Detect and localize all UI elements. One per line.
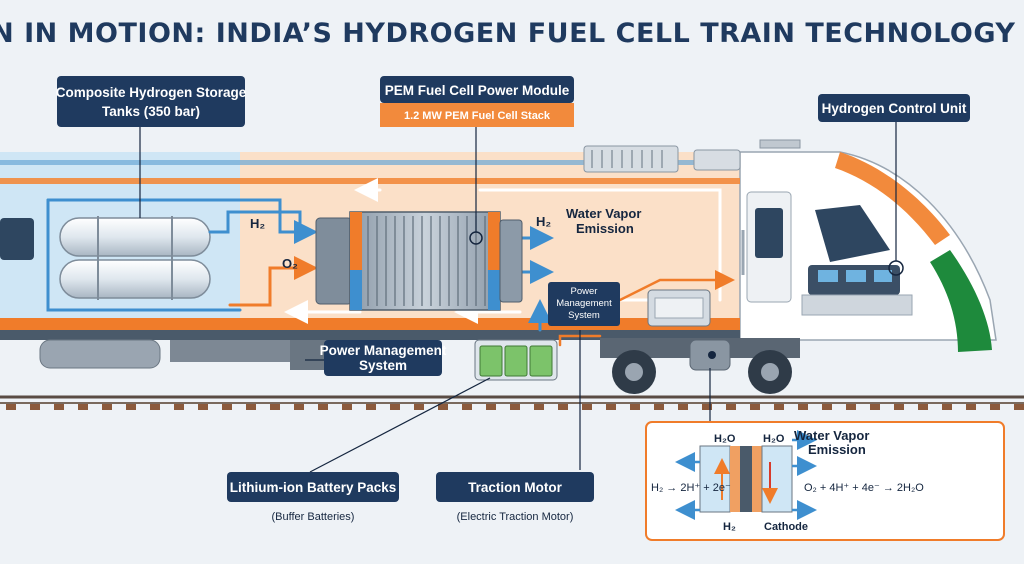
- svg-text:Lithium-ion Battery Packs: Lithium-ion Battery Packs: [230, 480, 397, 495]
- h2-outlet-label: H₂: [536, 214, 551, 229]
- cab-orange-stripe: [835, 152, 950, 245]
- rail-sleeper: [246, 404, 256, 410]
- rail-sleeper: [726, 404, 736, 410]
- h2-inlet-label: H₂: [250, 216, 265, 231]
- rail-sleeper: [174, 404, 184, 410]
- rail-sleeper: [510, 404, 520, 410]
- rail-sleeper: [1014, 404, 1024, 410]
- undercarriage: [39, 338, 800, 394]
- rail-track: [0, 395, 1024, 410]
- rail-sleeper: [438, 404, 448, 410]
- rail-sleeper: [318, 404, 328, 410]
- svg-text:Composite Hydrogen Storage: Composite Hydrogen Storage: [56, 85, 247, 100]
- rail-sleeper: [150, 404, 160, 410]
- rail-sleeper: [294, 404, 304, 410]
- rail-sleeper: [270, 404, 280, 410]
- rail-sleeper: [366, 404, 376, 410]
- battery-packs: [474, 339, 558, 381]
- rail-sleeper: [894, 404, 904, 410]
- rail-sleeper: [414, 404, 424, 410]
- rail-sleeper: [702, 404, 712, 410]
- svg-text:PEM Fuel Cell Power Module: PEM Fuel Cell Power Module: [385, 83, 570, 98]
- rail-sleeper: [846, 404, 856, 410]
- lower-orange-band: [0, 318, 740, 330]
- rail-sleeper: [54, 404, 64, 410]
- callout-pem-module: PEM Fuel Cell Power Module 1.2 MW PEM Fu…: [380, 76, 574, 127]
- rail-sleeper: [678, 404, 688, 410]
- svg-text:Tanks (350 bar): Tanks (350 bar): [102, 104, 200, 119]
- hydrogen-tank: [59, 217, 211, 257]
- rail-sleeper: [774, 404, 784, 410]
- vapor-label-line2: Emission: [576, 221, 634, 236]
- membrane: [740, 446, 752, 512]
- inset-vapor-line1: Water Vapor: [794, 428, 869, 443]
- callout-pms-lower: Power Management System: [320, 340, 447, 376]
- rail-sleeper: [750, 404, 760, 410]
- rail-sleeper: [990, 404, 1000, 410]
- o2-inlet-label: O₂: [282, 256, 298, 271]
- o2-supply-pipe: [228, 256, 318, 307]
- svg-text:Hydrogen Control Unit: Hydrogen Control Unit: [822, 101, 967, 116]
- rail-sleeper: [654, 404, 664, 410]
- hydrogen-tank: [59, 259, 211, 299]
- rail-sleeper: [534, 404, 544, 410]
- rail-sleeper: [558, 404, 568, 410]
- svg-text:Management: Management: [556, 298, 612, 309]
- rail-sleeper: [102, 404, 112, 410]
- rail-sleeper: [222, 404, 232, 410]
- inset-cathode-label: Cathode: [764, 521, 808, 533]
- rail-sleeper: [942, 404, 952, 410]
- cab-windshield: [815, 205, 890, 262]
- cab-green-stripe: [930, 250, 992, 352]
- rail-sleeper: [198, 404, 208, 410]
- rail-sleeper: [606, 404, 616, 410]
- callout-battery-packs: Lithium-ion Battery Packs (Buffer Batter…: [227, 472, 399, 523]
- fuel-cell-reaction-inset: H₂O H₂O Water Vapor Emission H₂ → 2H⁺ + …: [645, 421, 1005, 541]
- horn: [759, 139, 801, 149]
- passenger-window: [0, 218, 34, 260]
- rail-sleeper: [966, 404, 976, 410]
- rail-sleeper: [462, 404, 472, 410]
- rail-sleeper: [582, 404, 592, 410]
- svg-text:Power Management: Power Management: [320, 343, 447, 358]
- hydrogen-tanks: [59, 216, 211, 300]
- rail-sleeper: [822, 404, 832, 410]
- svg-text:Traction Motor: Traction Motor: [468, 480, 562, 495]
- rail-sleeper: [30, 404, 40, 410]
- rail-sleeper: [918, 404, 928, 410]
- callout-traction-motor: Traction Motor (Electric Traction Motor): [436, 472, 594, 523]
- rail-sleeper: [870, 404, 880, 410]
- svg-text:1.2 MW PEM Fuel Cell Stack: 1.2 MW PEM Fuel Cell Stack: [404, 110, 551, 122]
- cathode-equation: O₂ + 4H⁺ + 4e⁻ → 2H₂O: [804, 482, 924, 494]
- svg-text:System: System: [359, 358, 407, 373]
- rail-sleeper: [78, 404, 88, 410]
- pem-fuel-cell-stack: [315, 211, 523, 311]
- callout-storage-tanks: Composite Hydrogen Storage Tanks (350 ba…: [56, 76, 247, 127]
- svg-text:Power: Power: [571, 286, 598, 297]
- roof-vent: [583, 145, 679, 173]
- svg-text:(Buffer Batteries): (Buffer Batteries): [272, 511, 355, 523]
- rail-sleeper: [342, 404, 352, 410]
- rail-sleeper: [630, 404, 640, 410]
- rail-sleeper: [6, 404, 16, 410]
- rail-sleeper: [486, 404, 496, 410]
- inset-h2o-left: H₂O: [714, 433, 736, 445]
- inset-vapor-line2: Emission: [808, 442, 866, 457]
- svg-text:System: System: [568, 310, 600, 321]
- rail-sleeper: [126, 404, 136, 410]
- inset-h2o-right: H₂O: [763, 433, 785, 445]
- svg-text:(Electric Traction Motor): (Electric Traction Motor): [457, 511, 574, 523]
- inset-h2-label: H₂: [723, 521, 736, 533]
- rail-sleeper: [390, 404, 400, 410]
- vapor-label-line1: Water Vapor: [566, 206, 641, 221]
- h2-supply-pipe: [46, 198, 318, 244]
- page-title: INNOVATION IN MOTION: INDIA’S HYDROGEN F…: [0, 18, 1024, 49]
- rail-sleeper: [798, 404, 808, 410]
- callout-control-unit: Hydrogen Control Unit: [818, 94, 970, 122]
- callout-pms-upper: Power Management System: [548, 282, 620, 326]
- gas-pipes: [46, 178, 735, 347]
- anode-equation: H₂ → 2H⁺ + 2e⁻: [651, 482, 731, 494]
